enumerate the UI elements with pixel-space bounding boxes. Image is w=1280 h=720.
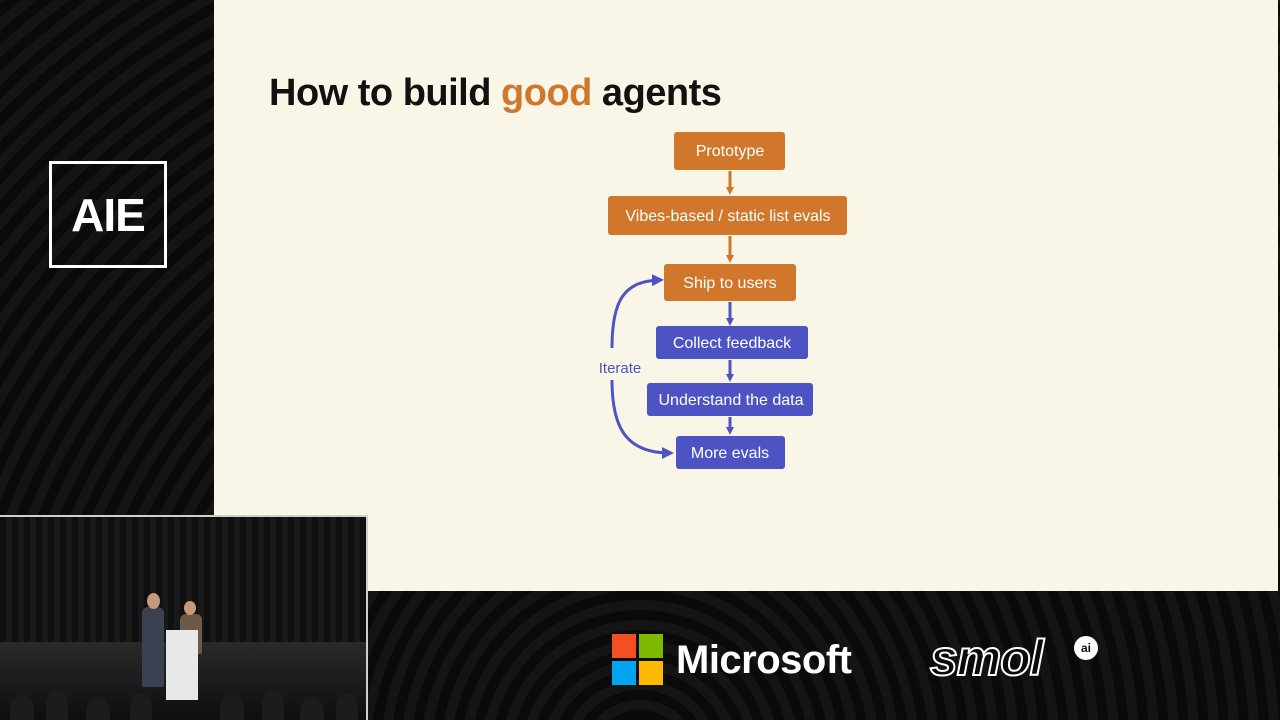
- iterate-loop-arrow-top: [610, 274, 664, 349]
- audience-head: [220, 695, 244, 720]
- svg-text:Ship to users: Ship to users: [683, 275, 776, 292]
- iterate-loop-arrow-bottom: [610, 379, 674, 459]
- svg-text:More evals: More evals: [691, 445, 769, 462]
- audience-head: [130, 693, 152, 720]
- microsoft-logo-icon: [612, 634, 664, 686]
- svg-text:Collect feedback: Collect feedback: [673, 335, 792, 352]
- slide: How to build good agents Iterate Prototy…: [214, 0, 1278, 591]
- svg-text:Understand the data: Understand the data: [659, 392, 804, 409]
- flow-diagram: Iterate Prototype Vibes-based / static l…: [599, 132, 847, 469]
- audience-head: [86, 697, 110, 720]
- speaker-head: [147, 593, 160, 609]
- audience-head: [300, 697, 324, 720]
- svg-text:Vibes-based / static list eval: Vibes-based / static list evals: [625, 208, 830, 225]
- title-highlight: good: [501, 72, 592, 114]
- node-ship-to-users: Ship to users: [664, 264, 796, 301]
- podium: [166, 630, 198, 700]
- node-collect-feedback: Collect feedback: [656, 326, 808, 359]
- audience-head: [336, 693, 358, 720]
- node-more-evals: More evals: [676, 436, 785, 469]
- speaker-camera-feed: [0, 515, 368, 720]
- node-understand-data: Understand the data: [647, 383, 813, 416]
- svg-text:Prototype: Prototype: [696, 143, 765, 160]
- audience-head: [262, 689, 284, 720]
- sponsor-microsoft: Microsoft: [676, 638, 852, 682]
- audience-head: [46, 689, 68, 720]
- speaker-figure: [142, 607, 164, 687]
- iterate-label: Iterate: [599, 360, 642, 377]
- slide-title: How to build good agents: [269, 72, 722, 114]
- node-prototype: Prototype: [674, 132, 785, 170]
- speaker-head: [184, 601, 196, 615]
- sponsor-smol: smol: [929, 629, 1045, 687]
- sponsor-smol-badge: ai: [1074, 636, 1098, 660]
- node-vibes-evals: Vibes-based / static list evals: [608, 196, 847, 235]
- aie-logo: AIE: [49, 161, 167, 268]
- audience-head: [10, 695, 34, 720]
